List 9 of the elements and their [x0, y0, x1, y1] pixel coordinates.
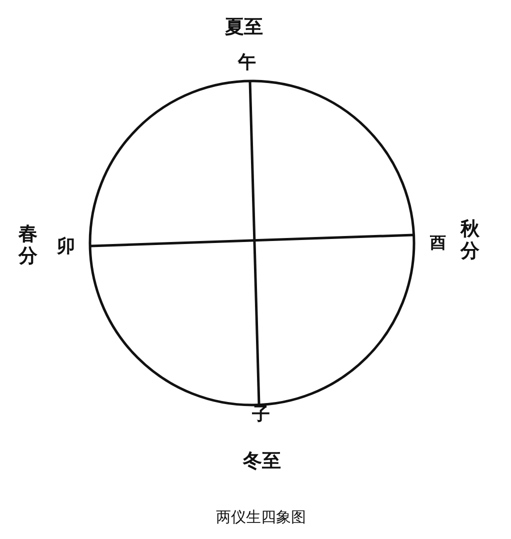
direction-label: 午 [238, 52, 256, 74]
caption: 两仪生四象图 [216, 507, 306, 528]
season-label: 春分 [18, 223, 38, 267]
season-label: 秋分 [460, 218, 480, 262]
season-label: 冬至 [243, 450, 281, 472]
direction-label: 卯 [57, 236, 75, 258]
direction-label: 子 [252, 404, 270, 426]
season-label: 夏至 [225, 16, 263, 38]
direction-label: 酉 [430, 232, 446, 254]
